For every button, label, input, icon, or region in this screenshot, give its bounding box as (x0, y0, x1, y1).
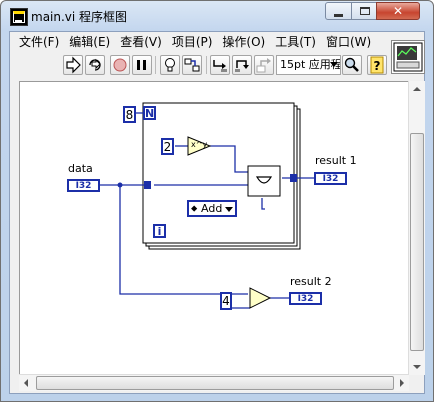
scroll-right-icon[interactable] (400, 379, 404, 387)
step-over-icon (235, 60, 249, 72)
wire-data-to-add (119, 185, 248, 295)
scroll-left-icon[interactable] (24, 379, 28, 387)
step-into-button[interactable] (210, 55, 230, 75)
horizontal-scroll-thumb[interactable] (36, 376, 394, 390)
accumulate-mode-ring[interactable]: ⬥ Add (187, 200, 237, 217)
scroll-up-icon[interactable] (413, 87, 421, 91)
add-constant[interactable]: 4 (220, 292, 232, 310)
abort-icon (113, 58, 127, 72)
menu-operate[interactable]: 操作(O) (222, 35, 266, 49)
menu-project[interactable]: 项目(P) (171, 35, 213, 49)
help-icon: ? (370, 56, 384, 74)
window-title: main.vi 程序框图 (31, 10, 128, 24)
accumulate-mode-value: Add (201, 202, 223, 215)
labview-vi-icon (10, 8, 28, 26)
accumulator-symbol (255, 176, 273, 184)
result-1-label: result 1 (315, 154, 357, 167)
title-bar[interactable]: main.vi 程序框图 ✕ (1, 1, 433, 31)
menu-bar: 文件(F) 编辑(E) 查看(V) 项目(P) 操作(O) 工具(T) 窗口(W… (10, 32, 390, 52)
wire-power-output (210, 145, 248, 173)
result-2-indicator[interactable]: I32 (289, 292, 322, 305)
loop-input-tunnel (144, 181, 151, 189)
toolbar-separator (155, 56, 156, 74)
highlight-execution-button[interactable] (160, 55, 180, 75)
toolbar: 15pt 应用程序字体 ? (10, 52, 390, 79)
add-function (249, 287, 272, 309)
wire-junction (117, 182, 123, 188)
run-continuously-button[interactable] (85, 55, 105, 75)
block-diagram-canvas[interactable]: 8 N i 2 x^y ⬥ Add 4 data I32 result 1 I3… (19, 81, 409, 375)
search-button[interactable] (342, 55, 362, 75)
maximize-button[interactable] (351, 2, 377, 20)
step-over-button[interactable] (232, 55, 252, 75)
vertical-scrollbar[interactable] (408, 81, 425, 375)
run-button[interactable] (63, 55, 83, 75)
power-constant[interactable]: 2 (161, 138, 174, 155)
highlight-execution-icon (165, 58, 175, 72)
result-2-label: result 2 (290, 275, 332, 288)
step-out-button[interactable] (254, 55, 274, 75)
menu-tools[interactable]: 工具(T) (275, 35, 316, 49)
step-into-icon (213, 60, 227, 72)
step-out-icon (256, 58, 271, 73)
vertical-scroll-thumb[interactable] (410, 133, 424, 351)
chevron-down-icon (330, 62, 338, 67)
power-function (187, 136, 212, 156)
font-select-value: 15pt 应用程序字体 (280, 58, 341, 71)
close-icon: ✕ (392, 4, 404, 18)
power-function-label: x^y (191, 140, 208, 149)
close-button[interactable]: ✕ (376, 2, 420, 20)
data-control-label: data (68, 162, 93, 175)
block-diagram-drawing (100, 102, 316, 309)
pause-icon (137, 60, 146, 70)
loop-count-constant[interactable]: 8 (123, 106, 136, 123)
run-continuously-icon (89, 58, 101, 71)
loop-count-terminal[interactable]: N (143, 106, 156, 120)
font-select[interactable]: 15pt 应用程序字体 (276, 55, 341, 75)
horizontal-scrollbar[interactable] (19, 374, 409, 391)
menu-window[interactable]: 窗口(W) (325, 35, 372, 49)
pause-button[interactable] (132, 55, 152, 75)
context-help-button[interactable]: ? (367, 55, 387, 75)
accumulator-node (247, 165, 281, 197)
menu-edit[interactable]: 编辑(E) (69, 35, 111, 49)
scroll-down-icon[interactable] (413, 365, 421, 369)
loop-output-tunnel (290, 174, 297, 182)
abort-button[interactable] (110, 55, 130, 75)
ring-increment-icon: ⬥ (191, 204, 198, 214)
wire-mode-to-accumulator (261, 198, 265, 210)
wires (100, 112, 316, 309)
result-1-type: I32 (322, 174, 339, 184)
run-arrow-icon (66, 56, 81, 74)
vi-connector-icon[interactable] (391, 40, 425, 74)
retain-wire-values-icon (184, 58, 200, 72)
svg-text:?: ? (374, 59, 381, 73)
result-1-indicator[interactable]: I32 (314, 172, 347, 185)
minimize-button[interactable] (325, 2, 352, 20)
chevron-down-icon (225, 207, 233, 212)
maximize-icon (360, 7, 370, 15)
menu-view[interactable]: 查看(V) (120, 35, 162, 49)
result-2-type: I32 (297, 294, 314, 304)
data-control-type: I32 (75, 181, 92, 191)
minimize-icon (334, 14, 343, 17)
menu-file[interactable]: 文件(F) (19, 35, 60, 49)
vi-front-panel-icon (393, 42, 423, 72)
loop-iteration-terminal[interactable]: i (153, 224, 166, 238)
search-icon (344, 57, 359, 72)
data-control-terminal[interactable]: I32 (67, 179, 100, 192)
toolbar-separator (206, 56, 207, 74)
retain-wire-values-button[interactable] (182, 55, 202, 75)
